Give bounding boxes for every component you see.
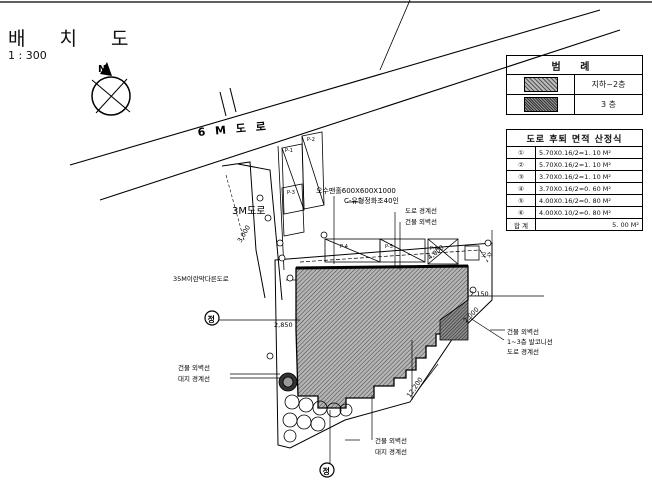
balcony-line-right-note: 1~3층 발코니선 <box>507 337 553 346</box>
legend-title: 범 례 <box>506 55 643 75</box>
dim-3000: 3,000 <box>236 224 252 244</box>
p-label-1: P-1 <box>285 148 293 154</box>
dim-12200: 12,200 <box>405 376 425 399</box>
dim-2150: 2,150 <box>470 290 489 298</box>
legend-label-basement: 지하~2층 <box>574 74 643 95</box>
svg-text:오수: 오수 <box>481 252 493 259</box>
side-road: 3M도로 3,000 <box>221 161 283 301</box>
gate-marker-bottom: 정 <box>319 462 335 478</box>
north-arrow: N <box>91 62 131 116</box>
gate-marker-top: 정 <box>204 310 220 326</box>
manhole-note: 오수맨홀600X600X1000 <box>316 186 396 195</box>
svg-text:정: 정 <box>208 314 215 324</box>
p-label-6: P-6 <box>430 246 438 252</box>
site-boundary-left-note: 대지 경계선 <box>178 374 210 383</box>
dead-end-road-note: 35M이란막다른도로 <box>173 274 229 283</box>
side-road-label: 3M도로 <box>232 206 265 217</box>
p-label-4: P-4 <box>340 244 348 250</box>
site-boundary-bottom-note: 대지 경계선 <box>375 447 407 456</box>
legend-row: 지하~2층 <box>506 74 643 95</box>
p-label-5: P-5 <box>385 244 393 250</box>
small-circle-markers <box>256 194 492 360</box>
legend-swatch-light <box>523 77 558 92</box>
bollard-marker: 오수 <box>464 245 493 261</box>
p-label-3: P-3 <box>287 190 295 196</box>
landscape-trees <box>278 372 353 443</box>
drawing-scale: 1 : 300 <box>8 49 47 62</box>
site-boundary <box>274 242 493 449</box>
building-outline-top-note: 건물 외벽선 <box>405 217 437 226</box>
road-boundary-top-note: 도로 경계선 <box>405 206 437 215</box>
north-letter: N <box>98 64 106 75</box>
legend-swatch-dark <box>523 97 558 112</box>
main-road: 6 M 도 로 <box>69 0 621 201</box>
svg-text:정: 정 <box>323 466 330 476</box>
legend-table: 범 례 지하~2층 3 층 <box>506 55 643 115</box>
road-boundary-right-note: 도로 경계선 <box>507 347 539 356</box>
main-road-label: 6 M 도 로 <box>197 120 269 139</box>
legend-row: 3 층 <box>506 94 643 115</box>
building-outline-right-note: 건물 외벽선 <box>507 327 539 336</box>
septic-note: C-유형정화조40인 <box>344 196 399 205</box>
legend-label-third: 3 층 <box>574 94 643 115</box>
balcony-area <box>439 299 469 341</box>
area-table-title: 도로 후퇴 면적 산정식 <box>506 129 643 147</box>
building-outline-bottom-note: 건물 외벽선 <box>375 436 407 445</box>
dim-2850: 2,850 <box>274 321 293 329</box>
drawing-title: 배 치 도 <box>8 28 143 50</box>
building-outline-left-note: 건물 외벽선 <box>178 363 210 372</box>
p-label-2: P-2 <box>307 137 315 143</box>
